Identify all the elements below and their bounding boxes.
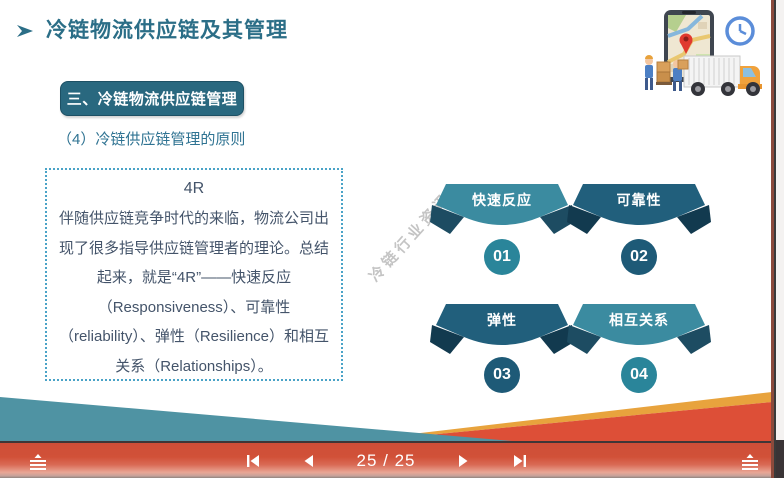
- principle-number-badge-2: 02: [621, 239, 657, 275]
- next-page-button[interactable]: [456, 453, 472, 469]
- panel-toggle-button-right[interactable]: [738, 452, 762, 472]
- first-page-button[interactable]: [245, 453, 261, 469]
- next-icon: [459, 454, 468, 467]
- principle-number-badge-4: 04: [621, 357, 657, 393]
- slide-subtitle: （4）冷链供应链管理的原则: [57, 131, 246, 148]
- principle-box-body: 伴随供应链竞争时代的来临，物流公司出现了很多指导供应链管理者的理论。总结起来，就…: [58, 210, 330, 375]
- principle-label: 可靠性: [616, 192, 662, 208]
- playback-controls: 25 / 25: [0, 443, 772, 478]
- panel-toggle-icon: [30, 453, 46, 470]
- skip-to-first-icon: [246, 454, 259, 467]
- principle-label: 快速反应: [472, 192, 532, 208]
- player-toolbar: 25 / 25: [0, 441, 772, 478]
- principle-number-badge-3: 03: [484, 357, 520, 393]
- slide-title: 冷链物流供应链及其管理: [46, 19, 288, 42]
- principle-label: 相互关系: [609, 312, 669, 328]
- previous-icon: [304, 454, 313, 467]
- window-edge-border: [774, 0, 776, 478]
- principle-ribbon-2: 可靠性: [565, 180, 713, 236]
- principle-ribbon-3: 弹性: [428, 300, 576, 356]
- right-arrow-icon: [17, 24, 33, 37]
- logistics-illustration: [645, 10, 762, 96]
- previous-page-button[interactable]: [301, 453, 317, 469]
- principle-ribbon-1: 快速反应: [428, 180, 576, 236]
- workers-icon: [645, 55, 689, 91]
- window-edge-margin: [776, 0, 784, 440]
- principle-ribbon-4: 相互关系: [565, 300, 713, 356]
- principle-label: 弹性: [487, 312, 517, 328]
- principle-number: 01: [493, 248, 511, 265]
- principle-number: 03: [493, 366, 511, 383]
- window-edge-accent: [771, 0, 774, 478]
- truck-icon: [683, 55, 762, 96]
- slide-header: 冷链物流供应链及其管理: [16, 14, 288, 44]
- principle-number-badge-1: 01: [484, 239, 520, 275]
- principle-box-heading: 4R: [183, 180, 205, 197]
- principle-text-box: 4R 伴随供应链竞争时代的来临，物流公司出现了很多指导供应链管理者的理论。总结起…: [45, 168, 343, 381]
- page-indicator: 25 / 25: [356, 450, 416, 470]
- panel-toggle-button-left[interactable]: [26, 452, 50, 472]
- panel-toggle-icon: [742, 453, 758, 470]
- principle-number: 02: [630, 248, 648, 265]
- principle-number: 04: [630, 366, 648, 383]
- skip-to-last-icon: [513, 454, 526, 467]
- section-heading-badge: 三、冷链物流供应链管理: [60, 81, 244, 116]
- last-page-button[interactable]: [512, 453, 528, 469]
- window-edge-margin-bottom: [776, 440, 784, 478]
- bottom-swoosh-decoration: [0, 392, 772, 441]
